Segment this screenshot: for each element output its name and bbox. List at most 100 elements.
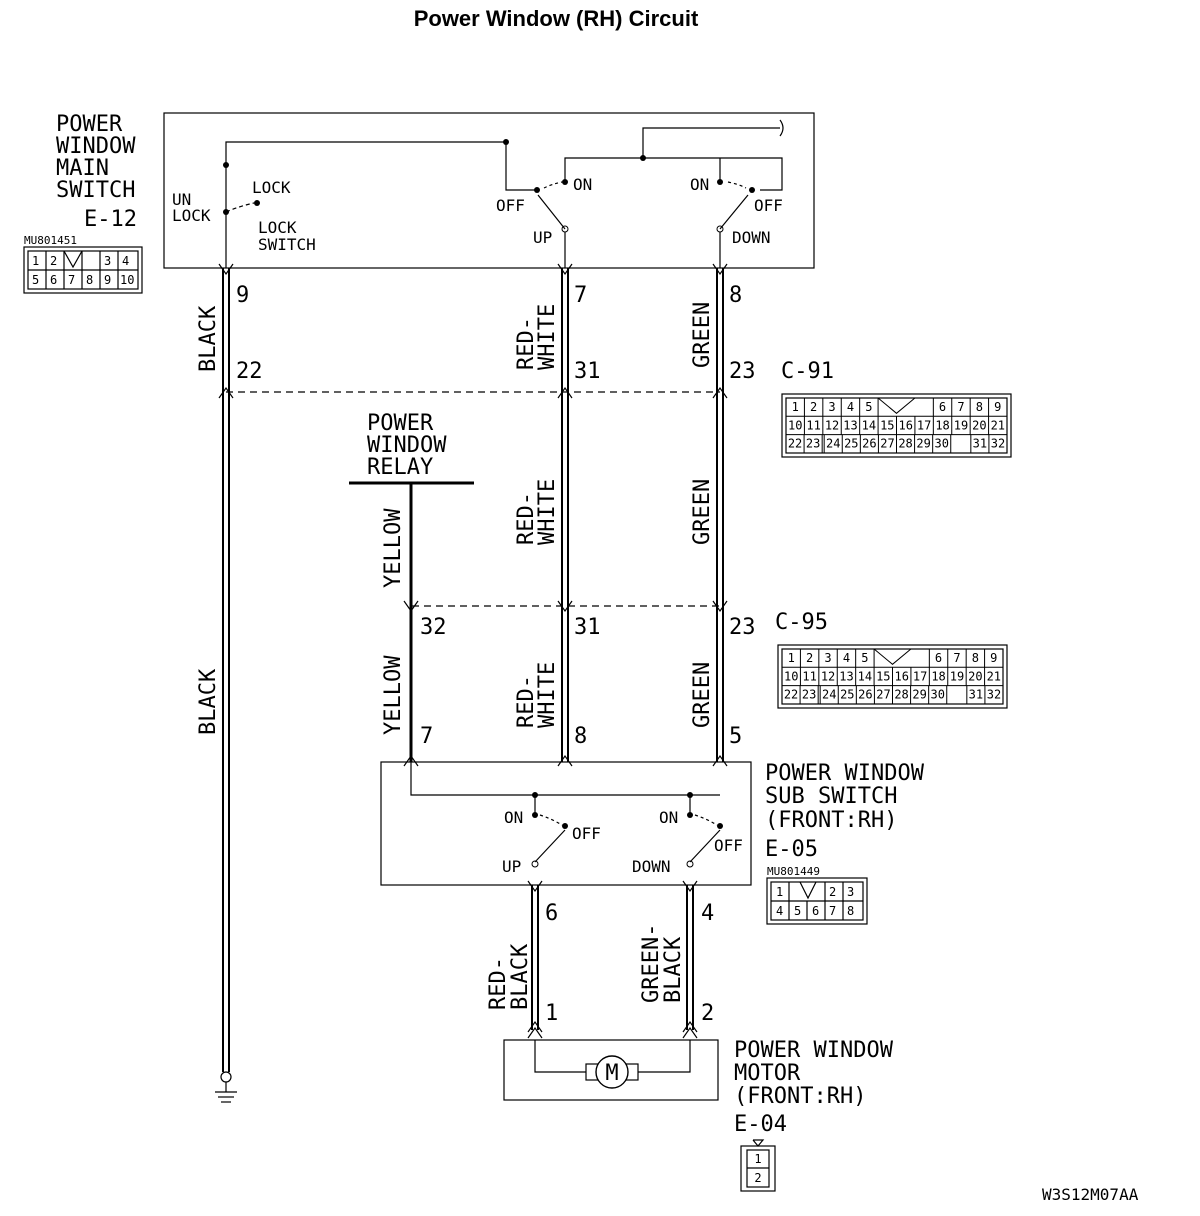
- connector-pin-number: 17: [917, 418, 931, 432]
- e12-pin: 1: [32, 254, 39, 268]
- unlock-label-2: LOCK: [172, 206, 211, 225]
- connector-pin-number: 20: [972, 418, 986, 432]
- sub-down-label: DOWN: [632, 857, 671, 876]
- main-up-on-label: ON: [573, 175, 592, 194]
- pin-c91-black: 22: [236, 359, 263, 384]
- connector-pin-number: 25: [840, 688, 854, 702]
- connector-pin-number: 23: [802, 688, 816, 702]
- connector-pin-number: 29: [916, 437, 930, 451]
- connector-pin-number: 32: [987, 688, 1001, 702]
- connector-pin-number: 8: [976, 400, 983, 414]
- e12-pin: 6: [50, 273, 57, 287]
- wire-color-rw-1a: RED-: [514, 317, 539, 370]
- red-black-wire: RED- BLACK 6 1: [486, 880, 558, 1039]
- connector-pin-number: 12: [821, 669, 835, 683]
- motor-label-1: POWER WINDOW: [734, 1038, 894, 1063]
- pin-c91-rw: 31: [574, 359, 601, 384]
- wire-color-rw-2a: RED-: [514, 492, 539, 545]
- sub-switch-connector: E-05: [765, 837, 818, 862]
- connector-pin-number: 24: [826, 437, 840, 451]
- connector-pin-number: 21: [987, 669, 1001, 683]
- wire-color-rw-3b: WHITE: [535, 662, 560, 728]
- connector-pin-number: 28: [898, 437, 912, 451]
- relay-label-1: POWER: [367, 411, 434, 436]
- relay-label-3: RELAY: [367, 455, 433, 480]
- connector-pin-number: 26: [862, 437, 876, 451]
- main-down-on-label: ON: [690, 175, 709, 194]
- motor-box: [503, 1039, 719, 1101]
- sub-switch-label-2: SUB SWITCH: [765, 784, 897, 809]
- wire-color-rb-b: BLACK: [508, 943, 533, 1010]
- motor-label-3: (FRONT:RH): [734, 1084, 866, 1109]
- connector-pin-number: 14: [858, 669, 872, 683]
- green-black-wire: GREEN- BLACK 4 2: [639, 880, 714, 1039]
- connector-pin-number: 9: [990, 651, 997, 665]
- connector-pin-number: 19: [950, 669, 964, 683]
- e12-pin: 8: [86, 273, 93, 287]
- diagram-title: Power Window (RH) Circuit: [414, 6, 699, 31]
- connector-pin-number: 31: [973, 437, 987, 451]
- e12-pin: 7: [68, 273, 75, 287]
- e05-pin: 4: [776, 904, 783, 918]
- connector-pin-number: 32: [991, 437, 1005, 451]
- connector-pin-number: 20: [968, 669, 982, 683]
- connector-pin-number: 12: [825, 418, 839, 432]
- connector-pin-number: 10: [788, 418, 802, 432]
- connector-pin-number: 15: [880, 418, 894, 432]
- connector-pin-number: 16: [894, 669, 908, 683]
- connector-pin-number: 15: [876, 669, 890, 683]
- pin-e12-black: 9: [236, 283, 249, 308]
- connector-pin-number: 25: [844, 437, 858, 451]
- e05-pin: 2: [829, 885, 836, 899]
- sub-up-on-label: ON: [504, 808, 523, 827]
- pin-c95-green: 23: [729, 615, 756, 640]
- key-mark: [873, 648, 912, 665]
- connector-pin-number: 14: [862, 418, 876, 432]
- connector-pin-number: 6: [935, 651, 942, 665]
- connector-pin-number: 17: [913, 669, 927, 683]
- connector-pin-number: 29: [912, 688, 926, 702]
- wire-color-yellow-1: YELLOW: [381, 508, 406, 588]
- connector-pin-number: 11: [806, 418, 820, 432]
- main-switch-label-3: MAIN: [56, 156, 109, 181]
- wire-color-green-1: GREEN: [690, 302, 715, 368]
- connector-pin-number: 11: [802, 669, 816, 683]
- wire-color-green-3: GREEN: [690, 662, 715, 728]
- main-switch-connector: E-12: [84, 207, 137, 232]
- connector-pin-number: 7: [953, 651, 960, 665]
- c95-label: C-95: [775, 610, 828, 635]
- motor-connector: E-04: [734, 1112, 787, 1137]
- main-down-label: DOWN: [732, 228, 771, 247]
- key-mark: [877, 397, 916, 414]
- connector-pin-number: 2: [810, 400, 817, 414]
- connector-pin-number: 30: [934, 437, 948, 451]
- connector-pin-number: 16: [898, 418, 912, 432]
- connector-pin-number: 2: [806, 651, 813, 665]
- connector-pin-number: 27: [876, 688, 890, 702]
- e05-pin: 6: [812, 904, 819, 918]
- connector-pin-number: 21: [991, 418, 1005, 432]
- connector-pin-number: 1: [788, 651, 795, 665]
- e12-pin: 2: [50, 254, 57, 268]
- motor-label-2: MOTOR: [734, 1061, 801, 1086]
- figure-code: W3S12M07AA: [1042, 1185, 1139, 1204]
- sub-switch-box: [380, 761, 752, 886]
- connector-pin-number: 19: [954, 418, 968, 432]
- pin-e05-down: 4: [701, 901, 714, 926]
- pin-e12-green: 8: [729, 283, 742, 308]
- lock-switch-label-2: SWITCH: [258, 235, 316, 254]
- unlock-label-1: UN: [172, 190, 191, 209]
- connector-pin-number: 13: [843, 418, 857, 432]
- pin-c95-rw: 31: [574, 615, 601, 640]
- connector-pin-number: 9: [994, 400, 1001, 414]
- connector-pin-number: 10: [784, 669, 798, 683]
- power-window-relay: POWER WINDOW RELAY YELLOW YELLOW 32 7: [349, 411, 474, 767]
- e05-connector-face: 1 2 3 4 5 6 7 8: [766, 877, 868, 925]
- pin-e05-rw: 8: [574, 724, 587, 749]
- e12-pin: 9: [104, 273, 111, 287]
- e12-connector-face: 1 2 3 4 5 6 7 8 9 10: [23, 246, 143, 294]
- c91-label: C-91: [781, 359, 834, 384]
- sub-switch-label-1: POWER WINDOW: [765, 761, 925, 786]
